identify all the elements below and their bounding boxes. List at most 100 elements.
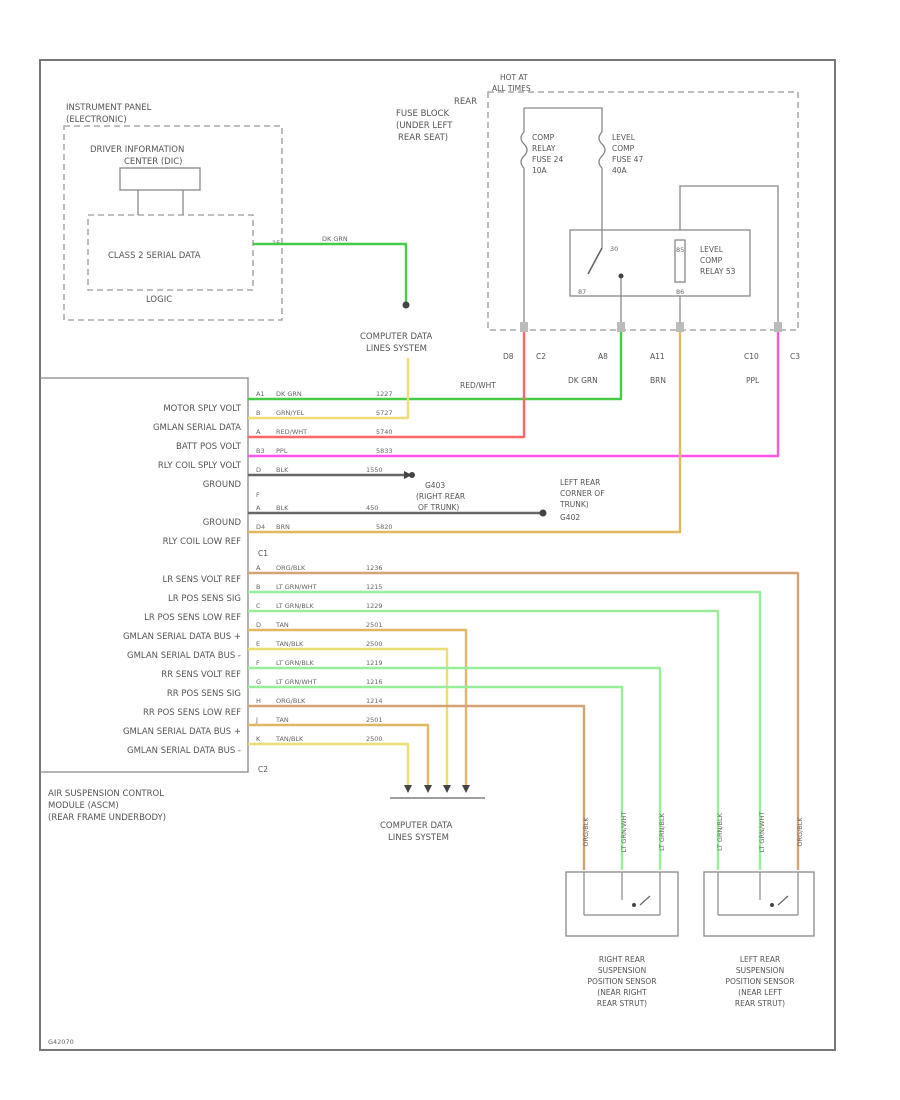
sensor-drop-wires: ORG/BLK LT GRN/WHT LT GRN/BLK LT GRN/BLK… [582,790,804,870]
pin-number: J [255,716,258,724]
computer-data-lines-bottom: COMPUTER DATA LINES SYSTEM [380,785,485,843]
pin-label: GROUND [203,518,242,528]
pin-number: F [256,659,260,667]
computer-data-lines-bottom-2: LINES SYSTEM [388,833,449,843]
lr-sensor-label-4: (NEAR LEFT [738,988,782,997]
connector-d8-pin: D8 [503,352,514,361]
connector-c3-label: C3 [790,352,800,361]
dic-label-2: CENTER (DIC) [124,157,182,167]
dic-display [119,167,201,191]
relay-switch [587,247,603,275]
wire-color-dkgrn: DK GRN [568,376,598,385]
fuse1-line4: 10A [532,166,548,175]
pin-label: LR SENS VOLT REF [162,575,241,585]
relay-name-1: LEVEL [700,245,724,254]
pin-label: GMLAN SERIAL DATA BUS - [127,746,241,756]
wire-color-ppl: PPL [746,376,760,385]
wire-gmlan-serial [248,358,410,420]
wire-motor-sply [248,332,623,401]
lr-sensor-label-5: REAR STRUT) [735,999,785,1008]
figure-number: G42070 [48,1038,74,1046]
fuse2-line2: COMP [612,144,635,153]
module-c2-label: C2 [258,765,268,774]
wire-color: TAN [275,716,289,724]
module-name-2: MODULE (ASCM) [48,801,119,811]
fuse-24-symbol [520,131,528,169]
computer-data-lines-bottom-1: COMPUTER DATA [380,821,453,831]
relay-coil [674,239,686,283]
g403-label-2: (RIGHT REAR [416,492,465,501]
connector-a8-pin: A8 [598,352,608,361]
wire-color: RED/WHT [276,428,307,436]
wire-color: BLK [276,466,289,474]
lr-sensor-label-2: SUSPENSION [736,966,784,975]
rr-sensor-label-3: POSITION SENSOR [587,977,656,986]
bottom-wire-annotations: A ORG/BLK 1236 B LT GRN/WHT 1215 C LT GR… [255,564,383,743]
class2-serial-label: CLASS 2 SERIAL DATA [108,251,201,261]
sensor-wire-color: LT GRN/BLK [716,812,724,850]
pin-number: C [256,602,261,610]
module-top-pin-labels: MOTOR SPLY VOLT GMLAN SERIAL DATA BATT P… [153,404,242,547]
circuit-number: 5740 [376,428,393,436]
rr-sensor-label-1: RIGHT REAR [599,955,645,964]
wire-color: BLK [276,504,289,512]
hot-at-label: HOT AT [500,73,528,82]
pin-number: D [256,621,261,629]
relay-pin-86: 86 [676,288,684,296]
circuit-number: 450 [366,504,378,512]
circuit-number: 1229 [366,602,383,610]
instrument-panel: INSTRUMENT PANEL (ELECTRONIC) DRIVER INF… [63,103,283,321]
pin-number: D [256,466,261,474]
lr-sensor-label-1: LEFT REAR [740,955,780,964]
ground-g402-dot [539,509,547,517]
module-name-3: (REAR FRAME UNDERBODY) [48,813,166,823]
circuit-number: 1216 [366,678,383,686]
pin-label: GMLAN SERIAL DATA BUS - [127,651,241,661]
wire-gmlan-bus-plus-1 [248,628,468,785]
pin-number: B [256,409,260,417]
left-rear-sensor: LEFT REAR SUSPENSION POSITION SENSOR (NE… [703,871,815,1008]
circuit-number: 2500 [366,640,383,648]
pin-label: RR SENS VOLT REF [161,670,241,680]
fuse-block-name-2: FUSE BLOCK [396,109,449,119]
top-wire-annotations: A1 DK GRN 1227 B GRN/YEL 5727 A RED/WHT … [256,390,393,531]
wire-color: TAN/BLK [275,640,304,648]
wire-batt-pos [248,332,526,439]
fuse1-line2: RELAY [532,144,556,153]
wire-rr-sens-volt [248,666,662,790]
pin-number: E [256,640,260,648]
wire-color: PPL [276,447,288,455]
relay-pin-87: 87 [578,288,586,296]
g402-label-2: CORNER OF [560,489,605,498]
fuse2-line4: 40A [612,166,628,175]
rr-sensor-label-4: (NEAR RIGHT [597,988,647,997]
pin-label: GMLAN SERIAL DATA [153,423,241,433]
pin-label: MOTOR SPLY VOLT [163,404,241,414]
pin-label: RLY COIL SPLY VOLT [158,461,242,471]
dic-label: DRIVER INFORMATION [90,145,184,155]
logic-label: LOGIC [146,295,172,305]
wire-color: LT GRN/WHT [276,583,317,591]
wire-color-brn: BRN [650,376,666,385]
wire-color-redwht: RED/WHT [460,381,496,390]
wire-gmlan-bus-minus-2 [248,742,410,785]
g402-label-4: G402 [560,513,580,522]
module-bottom-pin-labels: LR SENS VOLT REF LR POS SENS SIG LR POS … [123,575,241,756]
circuit-number: 2501 [366,716,383,724]
wire-color: BRN [276,523,290,531]
wire-color: LT GRN/BLK [276,602,314,610]
g402-label-3: TRUNK) [559,500,589,509]
wire-gmlan-bus-minus-1 [248,647,449,785]
ascm-module-box [40,377,249,773]
sensor-wire-color: LT GRN/BLK [658,812,666,850]
circuit-number: 2501 [366,621,383,629]
rr-sensor-label-5: REAR STRUT) [597,999,647,1008]
computer-data-lines-top-1: COMPUTER DATA [360,332,433,342]
fuse-block-name-3: (UNDER LEFT [396,121,453,131]
relay-name-2: COMP [700,256,723,265]
pin-label: LR POS SENS LOW REF [144,613,241,623]
circuit-number: 1550 [366,466,383,474]
level-comp-relay [569,229,751,297]
wire-color: TAN/BLK [275,735,304,743]
